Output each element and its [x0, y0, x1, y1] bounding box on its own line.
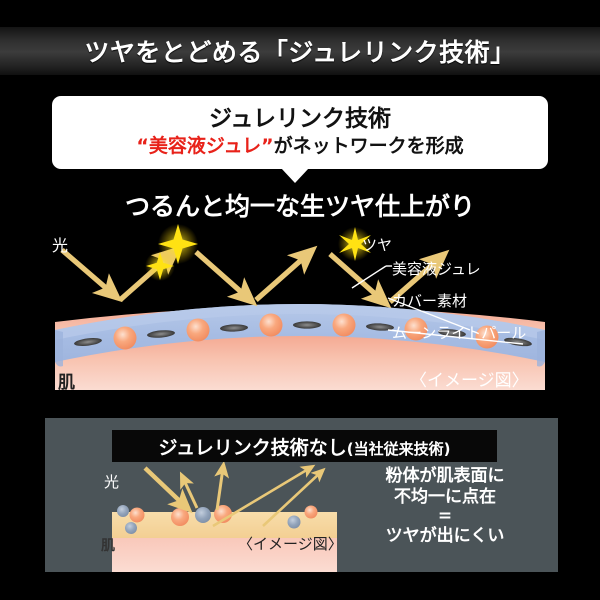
explanation-equals: = [437, 506, 453, 527]
lower-panel-heading: ジュレリンク技術なし(当社従来技術) [158, 433, 450, 460]
callout-box: ジュレリンク技術 “美容液ジュレ”がネットワークを形成 [52, 96, 548, 169]
callout-label-cover: カバー素材 [392, 292, 468, 310]
callout-heading: ジュレリンク技術 [209, 106, 391, 133]
lower-heading-main: ジュレリンク技術なし [158, 436, 347, 459]
page-title: ツヤをとどめる「ジュレリンク技術」 [84, 38, 516, 67]
explanation-line-1: 粉体が肌表面に [385, 466, 505, 486]
upper-diagram-graphic [55, 224, 545, 390]
lower-diagram-graphic [112, 460, 337, 572]
shine-star [338, 227, 372, 261]
lower-light-label: 光 [104, 473, 120, 491]
callout-quote-open: “ [136, 134, 149, 157]
lower-image-note: 〈イメージ図〉 [238, 535, 343, 553]
lower-panel-heading-bar: ジュレリンク技術なし(当社従来技術) [112, 430, 497, 462]
upper-skin-label: 肌 [58, 373, 75, 393]
lower-skin-label: 肌 [101, 538, 115, 554]
upper-light-label: 光 [52, 236, 69, 255]
lower-heading-sub: (当社従来技術) [346, 439, 451, 458]
upper-image-note: 〈イメージ図〉 [410, 371, 529, 391]
upper-shine-label: ツヤ [362, 236, 393, 254]
callout-label-gel: 美容液ジュレ [392, 260, 481, 278]
callout-label-pearl: ムーンライトパール [392, 324, 527, 342]
callout-tail-icon [281, 168, 309, 183]
upper-diagram [0, 222, 600, 400]
lower-explanation: 粉体が肌表面に 不均一に点在 = ツヤが出にくい [350, 466, 540, 547]
header-band: ツヤをとどめる「ジュレリンク技術」 [0, 27, 600, 75]
callout-subheading: “美容液ジュレ”がネットワークを形成 [136, 135, 463, 158]
callout-highlight-term: 美容液ジュレ [148, 134, 262, 157]
callout-rest-text: がネットワークを形成 [273, 134, 464, 157]
callout-quote-close: ” [261, 134, 274, 157]
subtitle: つるんと均一な生ツヤ仕上がり [124, 192, 475, 221]
explanation-line-2: 不均一に点在 [394, 486, 496, 507]
explanation-line-3: ツヤが出にくい [385, 526, 505, 547]
sparkle-cluster [145, 224, 198, 281]
